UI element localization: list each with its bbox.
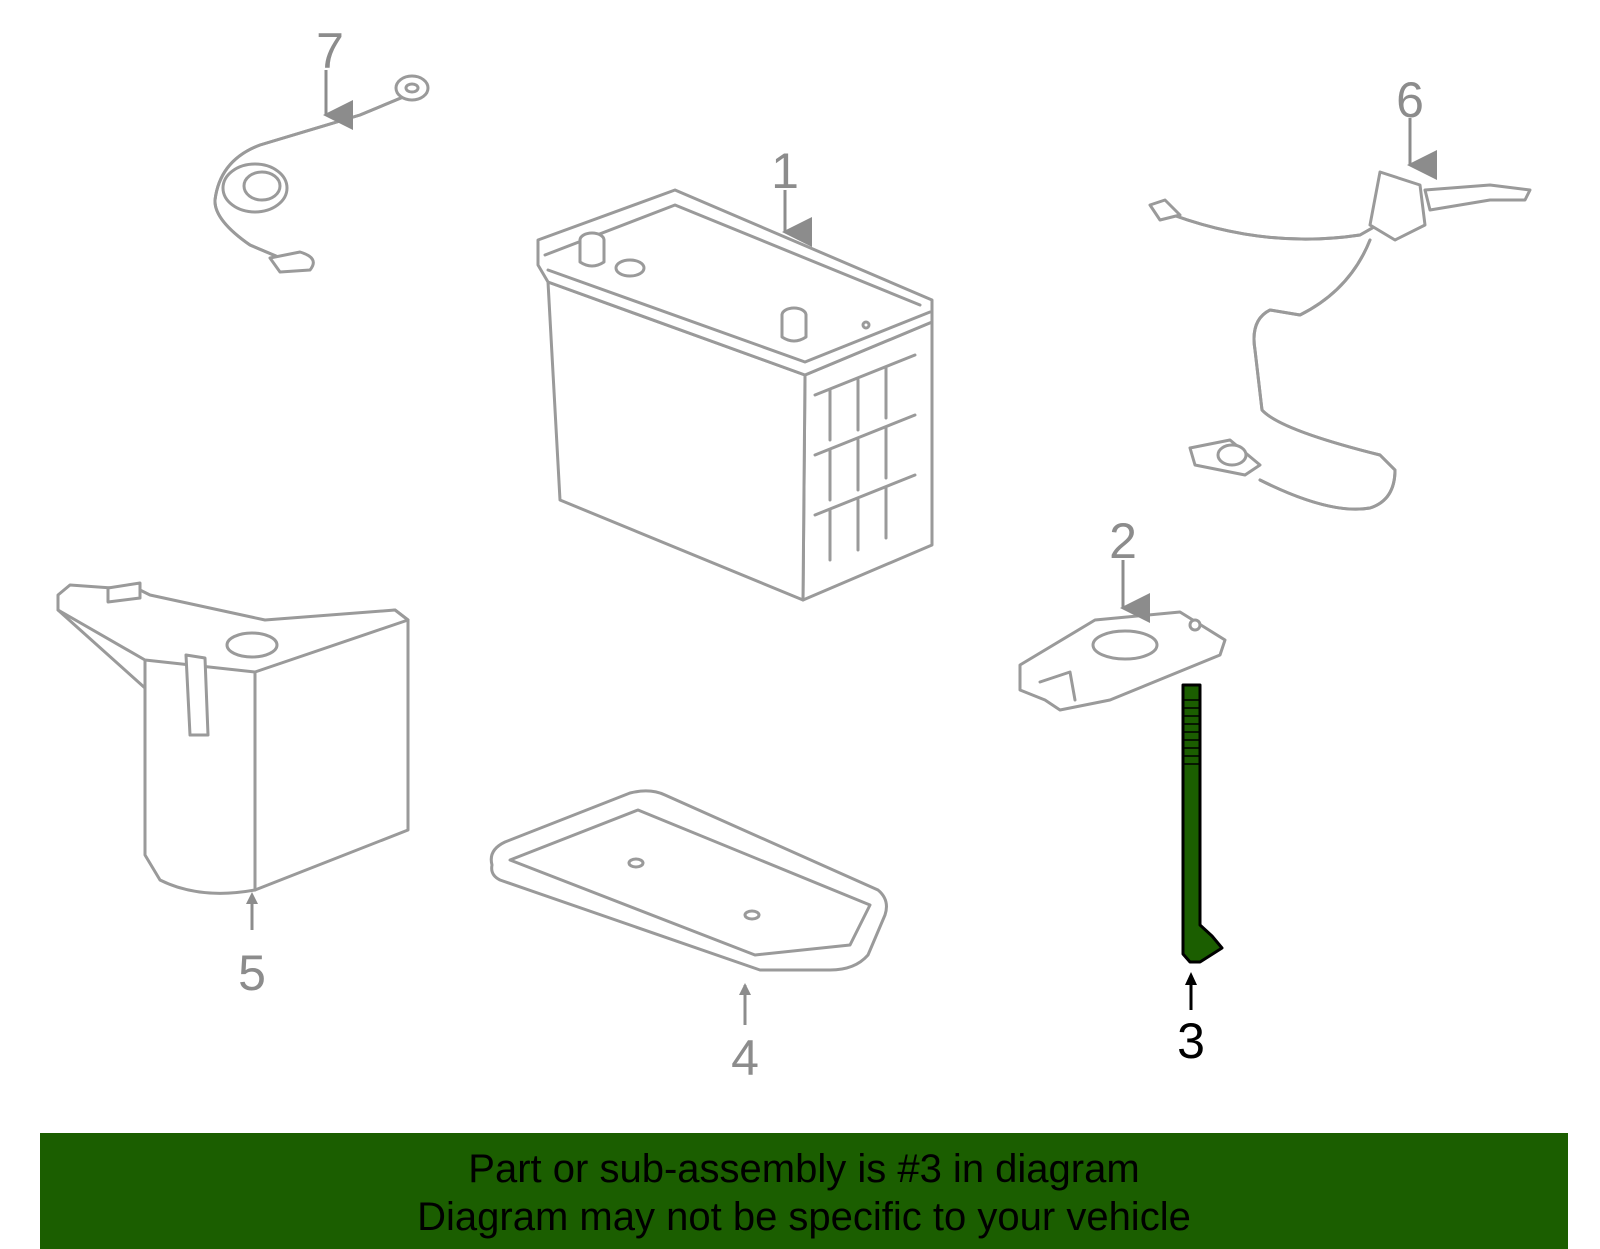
callout-3: 3 bbox=[1177, 1013, 1205, 1069]
callout-2: 2 bbox=[1109, 513, 1137, 569]
banner-line-2: Diagram may not be specific to your vehi… bbox=[417, 1195, 1191, 1239]
leader-lines bbox=[246, 70, 1437, 1025]
callout-7: 7 bbox=[316, 23, 344, 79]
banner-line-1: Part or sub-assembly is #3 in diagram bbox=[468, 1147, 1140, 1191]
cable-part-7[interactable] bbox=[213, 74, 430, 274]
callout-1: 1 bbox=[771, 143, 799, 199]
j-bolt-part-3[interactable] bbox=[1181, 683, 1224, 964]
info-banner: Part or sub-assembly is #3 in diagram Di… bbox=[40, 1133, 1568, 1249]
callout-5: 5 bbox=[238, 945, 266, 1001]
callout-4: 4 bbox=[731, 1030, 759, 1086]
battery-part-1[interactable] bbox=[536, 188, 934, 602]
battery-tray-part-4[interactable] bbox=[489, 789, 888, 972]
callout-6: 6 bbox=[1396, 72, 1424, 128]
battery-cover-part-5[interactable] bbox=[56, 581, 410, 895]
cable-part-6[interactable] bbox=[1148, 170, 1532, 511]
